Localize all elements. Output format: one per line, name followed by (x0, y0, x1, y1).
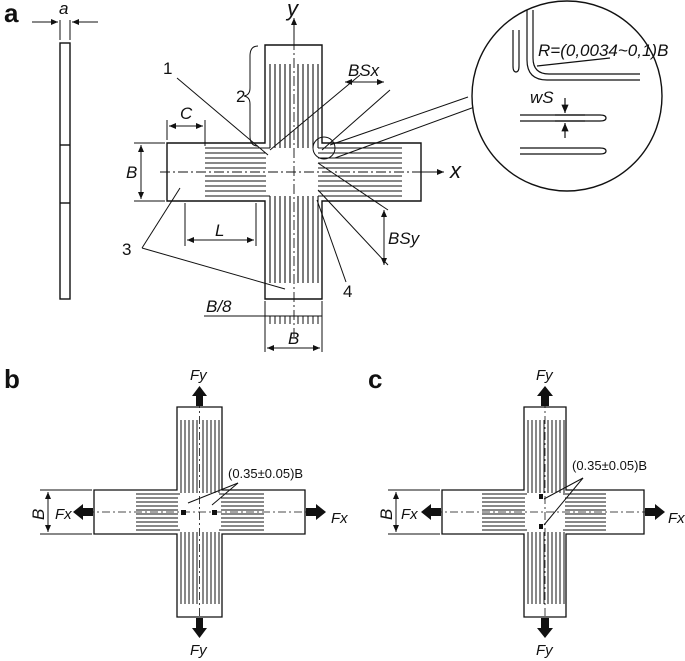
y-axis-label: y (285, 0, 300, 21)
panel-label-c: c (368, 364, 382, 394)
panel-c-dimension (388, 477, 584, 535)
callout-3: 3 (122, 240, 131, 259)
dim-B8-label: B/8 (206, 297, 232, 316)
axis-lines (160, 40, 438, 337)
slits-left-arm (205, 147, 270, 197)
slits-top-arm (269, 64, 319, 148)
callout-4: 4 (343, 282, 352, 301)
panel-label-b: b (4, 364, 20, 394)
detail-reference-circle (312, 136, 336, 160)
callout-1: 1 (163, 59, 172, 78)
x-axis-label: x (449, 158, 462, 183)
panel-b-gauges (181, 510, 217, 515)
panel-b-force-top: Fy (190, 367, 208, 384)
slits-right-arm (318, 147, 402, 197)
callout-2: 2 (236, 87, 245, 106)
dim-L-label: L (215, 221, 224, 240)
panel-c-force-left: Fx (401, 506, 418, 523)
dim-BSx-label: BSx (348, 61, 380, 80)
panel-c-force-arrows (421, 386, 665, 638)
detail-ws-label: wS (530, 88, 554, 107)
panel-b-dimension (40, 482, 239, 535)
panel-c-annotation: (0.35±0.05)B (572, 458, 647, 473)
panel-b-axes (86, 400, 313, 624)
leader-lines (141, 45, 481, 290)
dim-B-bottom-label: B (288, 329, 299, 348)
panel-b-force-left: Fx (55, 506, 72, 523)
cruciform-outline (166, 44, 422, 300)
detail-magnified-view: R=(0,0034~0,1)B wS (471, 0, 668, 192)
panel-b-force-arrows (73, 386, 326, 638)
panel-c-force-right: Fx (668, 510, 685, 527)
panel-c-force-top: Fy (536, 367, 554, 384)
panel-c-specimen (441, 406, 645, 618)
panel-label-a: a (4, 0, 19, 28)
panel-c-force-bottom: Fy (536, 642, 554, 659)
panel-b-force-bottom: Fy (190, 642, 208, 659)
panel-c-gauges (539, 494, 543, 529)
detail-radius-label: R=(0,0034~0,1)B (538, 41, 668, 60)
dim-BSy-label: BSy (388, 229, 421, 248)
panel-b-specimen (93, 406, 306, 618)
dim-B-left-label: B (126, 163, 137, 182)
panel-c-axes (434, 400, 652, 624)
panel-b-annotation: (0.35±0.05)B (228, 466, 303, 481)
dimension-lines-a (134, 120, 323, 352)
side-view-strip (32, 19, 98, 300)
panel-c-dim-B-label: B (377, 509, 396, 520)
thickness-label: a (59, 0, 68, 18)
panel-b-dim-B-label: B (29, 509, 48, 520)
panel-b-force-right: Fx (331, 510, 348, 527)
slits-bottom-arm (269, 196, 319, 283)
dim-C-label: C (180, 104, 193, 123)
